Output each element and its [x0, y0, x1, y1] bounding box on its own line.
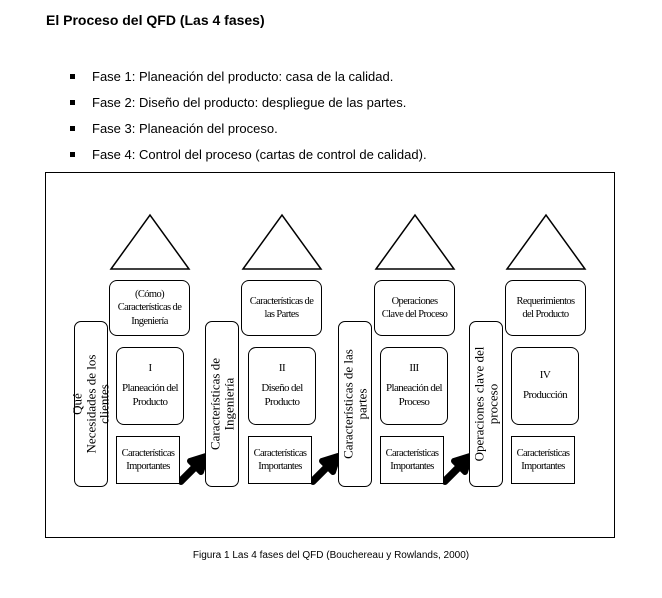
phase-item-1: Fase 1: Planeación del producto: casa de…: [70, 64, 427, 90]
input-label: Qué Necesidades de los clientes: [69, 354, 112, 454]
column-2-phase: II Diseño del Producto: [248, 347, 316, 425]
input-label: Características de las partes: [340, 349, 369, 459]
document-title: El Proceso del QFD (Las 4 fases): [46, 12, 265, 28]
column-2-numeral: II: [278, 362, 286, 375]
column-4-phase: IV Producción: [511, 347, 579, 425]
input-box-engineering-characteristics: Características de Ingeniería: [205, 321, 239, 487]
roof-1: [109, 213, 191, 270]
input-label: Características de Ingeniería: [207, 357, 236, 451]
column-2-top: Características de las Partes: [241, 280, 322, 336]
input-box-key-process-operations: Operaciones clave del proceso: [469, 321, 503, 487]
phase-list: Fase 1: Planeación del producto: casa de…: [70, 64, 427, 168]
input-box-customer-needs: Qué Necesidades de los clientes: [70, 321, 112, 487]
column-1-top: (Cómo) Características de Ingeniería: [109, 280, 190, 336]
column-1-numeral: I: [148, 362, 152, 375]
phase-item-3: Fase 3: Planeación del proceso.: [70, 116, 427, 142]
arrow-3: [441, 453, 473, 485]
column-1-phase: I Planeación del Producto: [116, 347, 184, 425]
column-1-bottom: Características Importantes: [116, 436, 180, 484]
column-4-numeral: IV: [539, 369, 551, 382]
column-4-top: Requerimientos del Producto: [505, 280, 586, 336]
input-box-part-characteristics: Características de las partes: [338, 321, 372, 487]
input-label: Operaciones clave del proceso: [471, 346, 500, 462]
column-3-phase-name: Planeación del Proceso: [385, 382, 443, 408]
column-3-phase: III Planeación del Proceso: [380, 347, 448, 425]
column-2-phase-name: Diseño del Producto: [261, 382, 303, 408]
roof-3: [374, 213, 456, 270]
phase-item-2: Fase 2: Diseño del producto: despliegue …: [70, 90, 427, 116]
arrow-2: [309, 453, 341, 485]
column-4-phase-name: Producción: [522, 389, 568, 401]
arrow-1: [177, 453, 209, 485]
column-1-phase-name: Planeación del Producto: [121, 382, 179, 408]
roof-2: [241, 213, 323, 270]
column-2-bottom: Características Importantes: [248, 436, 312, 484]
column-3-top: Operaciones Clave del Proceso: [374, 280, 455, 336]
qfd-diagram: Qué Necesidades de los clientes Caracter…: [45, 172, 615, 538]
column-3-bottom: Características Importantes: [380, 436, 444, 484]
roof-4: [505, 213, 587, 270]
column-4-bottom: Características Importantes: [511, 436, 575, 484]
column-3-numeral: III: [409, 362, 419, 375]
figure-caption: Figura 1 Las 4 fases del QFD (Bouchereau…: [192, 550, 470, 561]
phase-item-4: Fase 4: Control del proceso (cartas de c…: [70, 142, 427, 168]
diagram-shapes: [109, 213, 587, 485]
